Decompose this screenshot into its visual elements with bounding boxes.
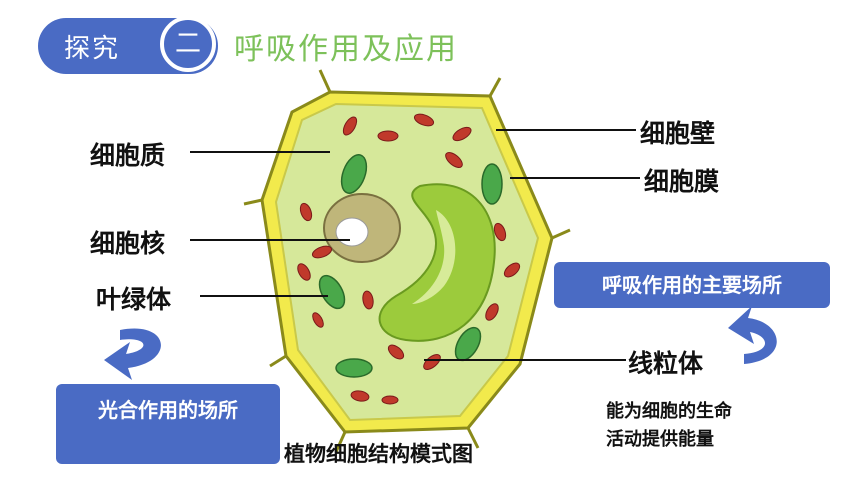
label-nucleus: 细胞核 — [90, 229, 166, 258]
chloroplast — [340, 154, 368, 194]
chloroplasts — [318, 154, 503, 378]
mitochondrion — [387, 344, 405, 360]
label-chloroplast: 叶绿体 — [96, 285, 172, 314]
section-number: 二 — [174, 29, 201, 59]
mitochondrion — [452, 126, 472, 142]
section-label: 探究 — [64, 34, 121, 64]
diagram-caption: 植物细胞结构模式图 — [284, 442, 473, 466]
energy-note-line1: 能为细胞的生命 — [606, 401, 732, 422]
label-cytoplasm: 细胞质 — [90, 141, 166, 170]
mitochondrion — [485, 303, 499, 321]
photosynthesis-site-box: 光合作用的场所 — [56, 384, 280, 464]
mitochondrion — [381, 395, 399, 405]
mitochondrion — [342, 116, 358, 136]
mitochondrion — [423, 354, 441, 370]
leader-lines — [190, 129, 640, 361]
mitochondrion — [297, 263, 311, 281]
label-cell-membrane: 细胞膜 — [644, 167, 720, 196]
mitochondrion — [350, 390, 370, 402]
mitochondrion — [503, 262, 521, 278]
label-mitochondria: 线粒体 — [628, 349, 704, 378]
energy-note-line2: 活动提供能量 — [606, 429, 714, 450]
mitochondrion — [413, 113, 435, 127]
mitochondrion — [362, 290, 374, 310]
curved-arrow-right — [728, 306, 777, 364]
respiration-site-box: 呼吸作用的主要场所 — [554, 262, 830, 308]
vacuole — [378, 183, 496, 342]
mitochondrion — [299, 202, 313, 222]
mitochondrion — [311, 245, 333, 259]
mitochondrion — [445, 152, 463, 168]
page-title: 呼吸作用及应用 — [234, 32, 458, 67]
curved-arrow-left — [104, 328, 161, 380]
chloroplast — [335, 358, 373, 378]
mitochondrion — [312, 312, 324, 328]
mitochondria — [297, 113, 521, 405]
chloroplast — [481, 163, 503, 205]
mitochondrion — [377, 130, 399, 142]
vacuole-highlight — [412, 210, 456, 304]
label-cell-wall: 细胞壁 — [640, 119, 716, 148]
cell-wall-junctions — [243, 69, 571, 453]
nucleolus — [335, 217, 369, 247]
section-number-badge — [160, 16, 216, 72]
mitochondrion — [493, 222, 507, 242]
